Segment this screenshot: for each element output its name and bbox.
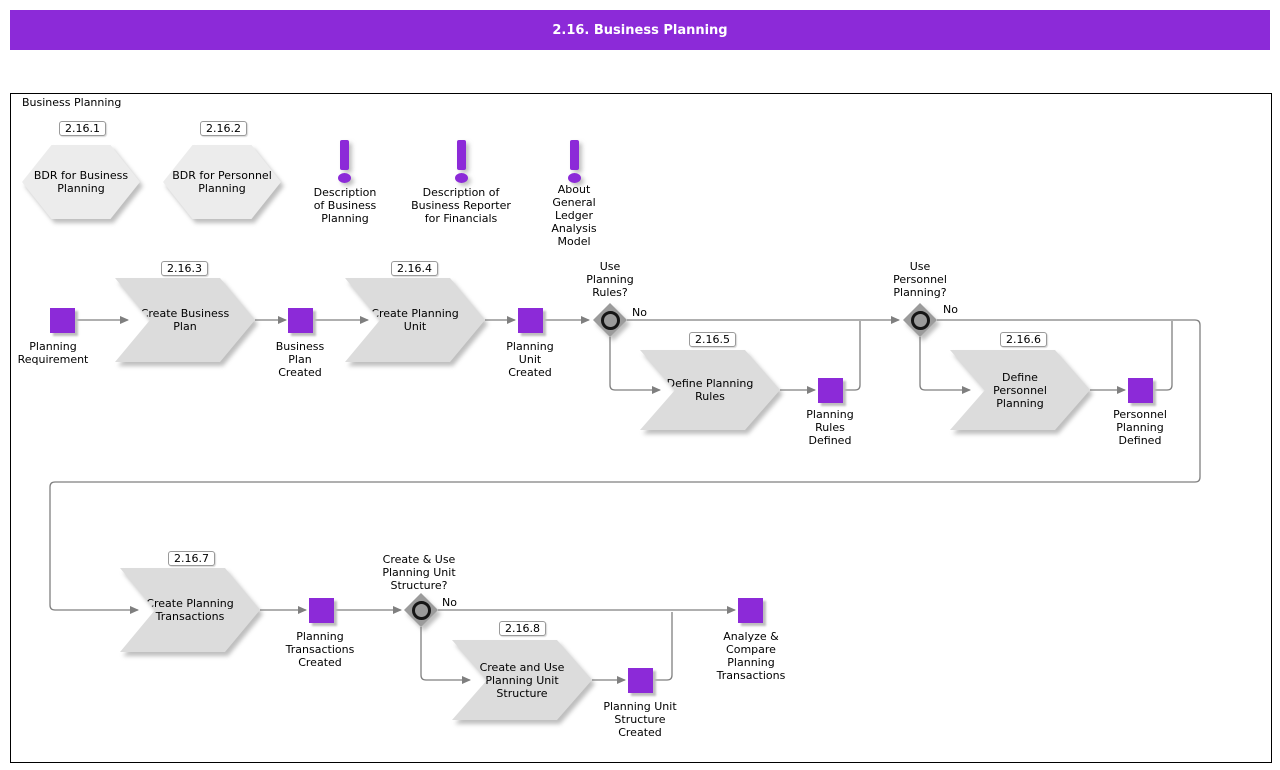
exclamation-icon[interactable] <box>568 140 581 183</box>
exclamation-icon[interactable] <box>338 140 351 183</box>
note-about-gl-analysis[interactable]: About General Ledger Analysis Model <box>551 183 597 248</box>
event-analyze-compare-planning-transactions <box>738 598 763 623</box>
gateway-circle-icon <box>600 310 620 330</box>
event-business-plan-created-label: Business Plan Created <box>275 340 325 379</box>
bdr-business-planning-label: BDR for Business Planning <box>33 169 129 195</box>
bdr-personnel-planning-label: BDR for Personnel Planning <box>172 169 272 195</box>
event-planning-transactions-created <box>309 598 334 623</box>
task-define-planning-rules-label: Define Planning Rules <box>666 377 754 403</box>
branch-no-label: No <box>442 596 457 609</box>
task-create-and-use-planning-unit-structure[interactable]: Create and Use Planning Unit Structure <box>452 640 592 720</box>
task-define-personnel-planning[interactable]: Define Personnel Planning <box>950 350 1090 430</box>
event-planning-unit-created-label: Planning Unit Created <box>506 340 554 379</box>
title-bar: 2.16. Business Planning <box>10 10 1270 50</box>
task-create-planning-unit-label: Create Planning Unit <box>371 307 459 333</box>
event-planning-requirement <box>50 308 75 333</box>
exclamation-dot <box>455 173 468 183</box>
event-planning-transactions-created-label: Planning Transactions Created <box>285 630 355 669</box>
task-create-planning-unit[interactable]: Create Planning Unit <box>345 278 485 362</box>
task-create-planning-transactions-label: Create Planning Transactions <box>146 597 234 623</box>
event-planning-unit-structure-created-label: Planning Unit Structure Created <box>603 700 677 739</box>
exclamation-bar <box>340 140 349 170</box>
event-planning-rules-defined <box>818 378 843 403</box>
event-business-plan-created <box>288 308 313 333</box>
event-analyze-compare-planning-transactions-label: Analyze & Compare Planning Transactions <box>716 630 786 682</box>
task-define-personnel-planning-label: Define Personnel Planning <box>993 370 1047 410</box>
badge-create-and-use-planning-unit-structure[interactable]: 2.16.8 <box>499 621 546 636</box>
task-create-business-plan-label: Create Business Plan <box>140 307 230 333</box>
task-define-planning-rules[interactable]: Define Planning Rules <box>640 350 780 430</box>
bdr-business-planning[interactable]: BDR for Business Planning <box>22 145 140 219</box>
badge-create-planning-transactions[interactable]: 2.16.7 <box>168 551 215 566</box>
badge-define-personnel-planning[interactable]: 2.16.6 <box>1000 332 1047 347</box>
event-personnel-planning-defined-label: Personnel Planning Defined <box>1113 408 1167 447</box>
event-planning-unit-created <box>518 308 543 333</box>
note-description-business-reporter[interactable]: Description of Business Reporter for Fin… <box>411 186 511 225</box>
gateway-use-planning-rules <box>593 303 627 337</box>
gateway-use-personnel-planning-label: Use Personnel Planning? <box>893 260 947 299</box>
badge-create-planning-unit[interactable]: 2.16.4 <box>391 261 438 276</box>
branch-no-label: No <box>943 303 958 316</box>
gateway-use-planning-unit-structure-label: Create & Use Planning Unit Structure? <box>382 553 456 592</box>
badge-bdr-business[interactable]: 2.16.1 <box>59 121 106 136</box>
gateway-circle-icon <box>411 600 431 620</box>
exclamation-bar <box>457 140 466 170</box>
exclamation-icon[interactable] <box>455 140 468 183</box>
task-create-planning-transactions[interactable]: Create Planning Transactions <box>120 568 260 652</box>
task-create-business-plan[interactable]: Create Business Plan <box>115 278 255 362</box>
branch-no-label: No <box>632 306 647 319</box>
event-planning-requirement-label: Planning Requirement <box>17 340 89 366</box>
bdr-personnel-planning[interactable]: BDR for Personnel Planning <box>163 145 281 219</box>
exclamation-dot <box>338 173 351 183</box>
event-planning-rules-defined-label: Planning Rules Defined <box>806 408 854 447</box>
note-description-business-planning[interactable]: Description of Business Planning <box>313 186 377 225</box>
badge-create-business-plan[interactable]: 2.16.3 <box>161 261 208 276</box>
task-create-and-use-planning-unit-structure-label: Create and Use Planning Unit Structure <box>479 660 565 700</box>
gateway-circle-icon <box>910 310 930 330</box>
badge-define-planning-rules[interactable]: 2.16.5 <box>689 332 736 347</box>
event-planning-unit-structure-created <box>628 668 653 693</box>
gateway-use-planning-unit-structure <box>404 593 438 627</box>
gateway-use-personnel-planning <box>903 303 937 337</box>
exclamation-dot <box>568 173 581 183</box>
badge-bdr-personnel[interactable]: 2.16.2 <box>200 121 247 136</box>
event-personnel-planning-defined <box>1128 378 1153 403</box>
gateway-use-planning-rules-label: Use Planning Rules? <box>586 260 634 299</box>
exclamation-bar <box>570 140 579 170</box>
frame-label: Business Planning <box>22 96 122 109</box>
